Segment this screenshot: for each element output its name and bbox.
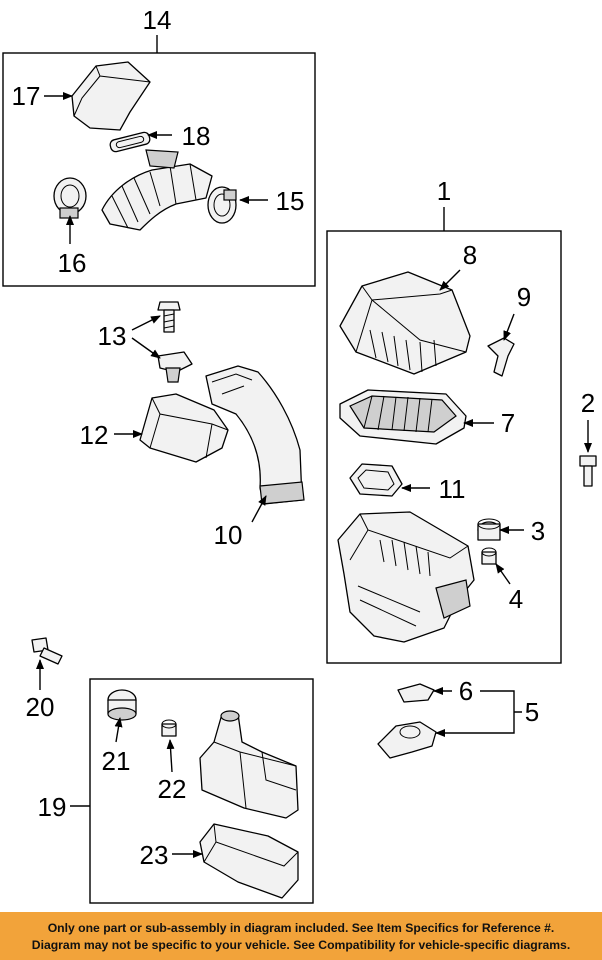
parts-diagram: 14 17 18 15 16 13 12 10 1 8 9 7 11 3 4 2… <box>2 5 597 904</box>
group-box-resonator <box>89 678 314 904</box>
callout-20: 20 <box>26 692 55 722</box>
part-3-grommet <box>477 518 501 541</box>
leader-22 <box>166 739 175 773</box>
part-11-seal <box>349 463 403 497</box>
part-intake-hose <box>101 149 213 231</box>
callout-8: 8 <box>463 240 477 270</box>
part-13-clip <box>157 351 193 383</box>
part-9-bracket <box>487 337 515 377</box>
leader-8 <box>439 269 461 291</box>
part-2-bolt <box>579 455 597 487</box>
callout-11: 11 <box>439 474 466 504</box>
callout-12: 12 <box>80 420 109 450</box>
part-lower-housing <box>337 511 475 643</box>
leader-9 <box>503 313 515 341</box>
callout-9: 9 <box>517 282 531 312</box>
part-4-grommet <box>481 547 497 565</box>
part-22-plug <box>161 719 177 737</box>
callout-18: 18 <box>182 121 211 151</box>
leader-4 <box>495 563 511 585</box>
callout-10: 10 <box>214 520 243 550</box>
part-13-bolt <box>157 301 181 333</box>
part-21-plug <box>107 689 137 721</box>
callout-16: 16 <box>58 248 87 278</box>
disclaimer-line-1: Only one part or sub-assembly in diagram… <box>47 921 555 935</box>
leader-13b <box>131 337 161 359</box>
callout-1: 1 <box>437 176 451 206</box>
part-16-clamp <box>53 177 87 219</box>
disclaimer-line-2: Diagram may not be specific to your vehi… <box>31 938 571 952</box>
callout-22: 22 <box>158 774 187 804</box>
part-15-clamp <box>207 186 237 224</box>
callout-23: 23 <box>140 840 169 870</box>
leader-21 <box>114 717 123 743</box>
callout-19: 19 <box>38 792 67 822</box>
callout-3: 3 <box>531 516 545 546</box>
part-17-duct-cover <box>71 61 151 131</box>
callout-13: 13 <box>98 321 127 351</box>
part-18-gasket <box>109 131 151 153</box>
part-23-resonator-lower <box>199 823 299 899</box>
part-8-upper-housing <box>339 271 471 375</box>
part-resonator-upper <box>199 710 299 819</box>
callout-4: 4 <box>509 584 523 614</box>
part-12-bracket <box>139 393 229 463</box>
callout-6: 6 <box>459 676 473 706</box>
callout-14: 14 <box>143 5 172 35</box>
callout-15: 15 <box>276 186 305 216</box>
part-6-bushing <box>397 683 435 703</box>
leader-10 <box>251 495 267 523</box>
callout-21: 21 <box>102 746 131 776</box>
part-20-bolt <box>31 637 63 665</box>
callout-17: 17 <box>12 81 41 111</box>
part-5-mount-bracket <box>377 721 437 759</box>
part-7-filter <box>339 389 467 445</box>
callout-7: 7 <box>501 408 515 438</box>
disclaimer-banner: Only one part or sub-assembly in diagram… <box>0 912 602 960</box>
group-box-intake-duct <box>2 52 316 287</box>
leader-13a <box>131 315 161 331</box>
part-10-air-duct <box>205 365 305 505</box>
callout-2: 2 <box>581 388 595 418</box>
callout-5: 5 <box>525 697 539 727</box>
leader-5-bracket <box>500 690 522 734</box>
